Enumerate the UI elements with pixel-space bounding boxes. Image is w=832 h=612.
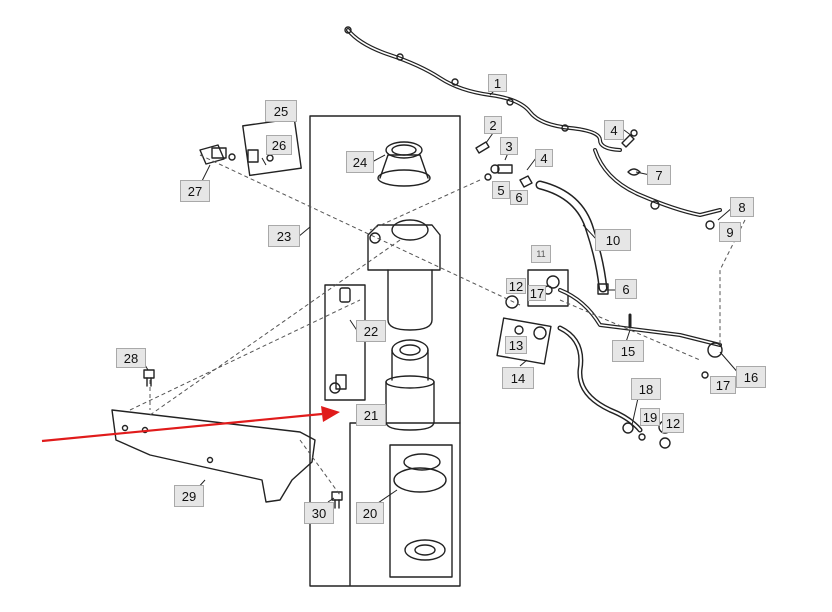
callout-26: 26 bbox=[266, 135, 292, 155]
callout-30: 30 bbox=[304, 502, 334, 524]
callout-4-top: 4 bbox=[604, 120, 624, 140]
callout-12-lower: 12 bbox=[662, 413, 684, 433]
callout-14: 14 bbox=[502, 367, 534, 389]
callout-8: 8 bbox=[730, 197, 754, 217]
callout-5: 5 bbox=[492, 181, 510, 199]
callout-29: 29 bbox=[174, 485, 204, 507]
callout-4: 4 bbox=[535, 149, 553, 167]
filter-head bbox=[367, 224, 441, 271]
callout-12: 12 bbox=[506, 278, 526, 294]
bolt-30 bbox=[331, 491, 343, 501]
callout-leaders bbox=[144, 87, 741, 506]
callout-1: 1 bbox=[488, 74, 507, 92]
seal-ring bbox=[403, 453, 441, 471]
seal-kit-frame bbox=[389, 444, 453, 578]
fitting-27 bbox=[199, 144, 225, 165]
filter-element-frame bbox=[349, 422, 461, 586]
callout-15: 15 bbox=[612, 340, 644, 362]
callout-19: 19 bbox=[640, 408, 660, 426]
fitting-group-frame-25 bbox=[242, 117, 302, 177]
callout-3: 3 bbox=[500, 137, 518, 155]
sensor-frame bbox=[324, 284, 366, 401]
callout-25: 25 bbox=[265, 100, 297, 122]
fuel-line-15 bbox=[558, 288, 722, 347]
callout-2: 2 bbox=[484, 116, 502, 134]
bolt-28 bbox=[143, 369, 155, 379]
callout-24: 24 bbox=[346, 151, 374, 173]
callout-7: 7 bbox=[647, 165, 671, 185]
callout-17-upper: 17 bbox=[528, 285, 546, 301]
red-arrow bbox=[41, 406, 340, 443]
fitting-group-frame-14 bbox=[496, 317, 552, 365]
callout-21: 21 bbox=[356, 404, 386, 426]
callout-6-upper: 6 bbox=[510, 190, 528, 205]
callout-9: 9 bbox=[719, 222, 741, 242]
callout-20: 20 bbox=[356, 502, 384, 524]
callout-22: 22 bbox=[356, 320, 386, 342]
callout-11: 11 bbox=[531, 245, 551, 263]
callout-27: 27 bbox=[180, 180, 210, 202]
filter-assembly-frame bbox=[309, 115, 461, 587]
callout-17: 17 bbox=[710, 376, 736, 394]
callout-13: 13 bbox=[505, 336, 527, 354]
callout-23: 23 bbox=[268, 225, 300, 247]
dashed-leaders bbox=[129, 154, 746, 496]
callout-6: 6 bbox=[615, 279, 637, 299]
filter-element-21 bbox=[391, 339, 429, 361]
callout-10: 10 bbox=[595, 229, 631, 251]
bracket-29 bbox=[111, 409, 316, 503]
callout-18: 18 bbox=[631, 378, 661, 400]
callout-16: 16 bbox=[736, 366, 766, 388]
callout-28: 28 bbox=[116, 348, 146, 368]
bolt-2 bbox=[475, 141, 490, 154]
sensor-22 bbox=[339, 287, 351, 303]
filter-cap-24 bbox=[377, 169, 431, 187]
filter-bowl bbox=[387, 269, 433, 331]
